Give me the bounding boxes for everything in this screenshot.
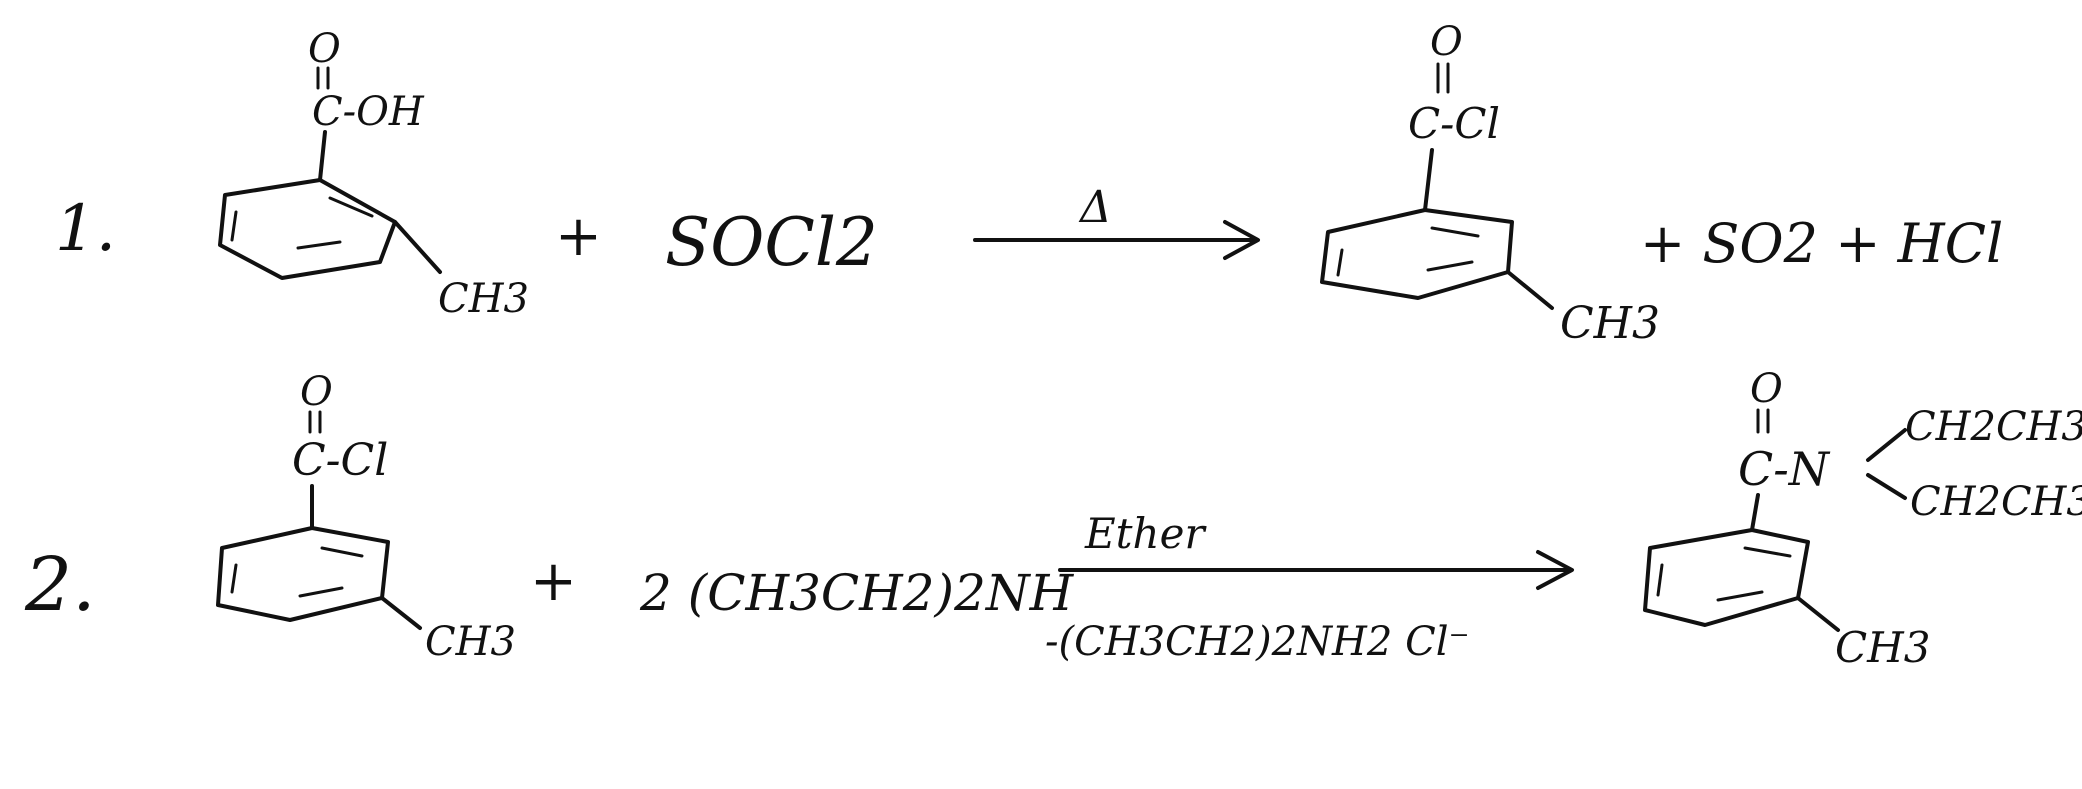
thionyl-chloride-label: SOCl2 [665, 204, 878, 281]
reaction-2-arrow: Ether -(CH3CH2)2NH2 Cl⁻ [1045, 509, 1574, 665]
methyl-label: CH3 [425, 619, 516, 665]
heat-label: Δ [1078, 182, 1112, 233]
carbonyl-oxygen: O [308, 26, 341, 72]
carbonyl-oxygen: O [1750, 366, 1783, 412]
reaction-1-product: O C-Cl CH3 [1320, 19, 1660, 349]
carbonyl-oxygen: O [1430, 19, 1463, 65]
byproducts-label: + SO2 + HCl [1640, 212, 2003, 275]
methyl-label: CH3 [1560, 298, 1660, 349]
n-ethyl-upper-label: CH2CH3 [1905, 404, 2082, 450]
ring-attach-bond [318, 130, 327, 182]
diethylamine-label: 2 (CH3CH2)2NH [639, 564, 1075, 622]
reaction-1-reactant: O C-OH CH3 [218, 26, 529, 322]
acyl-chloride-label: C-Cl [292, 435, 388, 486]
reaction-1-arrow: Δ [973, 182, 1260, 260]
benzene-ring [1643, 528, 1810, 627]
reaction-2-number: 2. [24, 542, 96, 628]
n-ethyl-bond-upper [1866, 428, 1907, 462]
reaction-2-product: O C-N CH2CH3 CH2CH3 CH3 [1643, 366, 2082, 672]
plus-sign: + [555, 204, 602, 269]
benzene-ring [1320, 208, 1514, 300]
solvent-label: Ether [1084, 509, 1207, 558]
carbonyl-oxygen: O [300, 369, 333, 415]
methyl-label: CH3 [1835, 623, 1930, 672]
benzene-ring [216, 526, 390, 622]
reaction-1-number: 1. [55, 192, 116, 266]
reaction-1: 1. O C-OH CH3 + SOCl2 Δ O C- [55, 19, 2003, 349]
carboxyl-group-label: C-OH [312, 89, 425, 135]
benzene-ring [218, 178, 397, 280]
n-ethyl-bond-lower [1866, 473, 1907, 500]
reaction-2: 2. O C-Cl CH3 + 2 (CH3CH2)2NH Ether -(CH… [24, 366, 2082, 672]
acyl-chloride-label: C-Cl [1408, 99, 1500, 148]
n-ethyl-lower-label: CH2CH3 [1910, 479, 2082, 525]
amide-label: C-N [1738, 442, 1831, 496]
methyl-label: CH3 [438, 276, 529, 322]
reaction-2-reactant: O C-Cl CH3 [216, 369, 516, 665]
plus-sign: + [530, 549, 577, 614]
methyl-bond [393, 220, 442, 274]
ammonium-salt-label: -(CH3CH2)2NH2 Cl⁻ [1045, 619, 1470, 665]
